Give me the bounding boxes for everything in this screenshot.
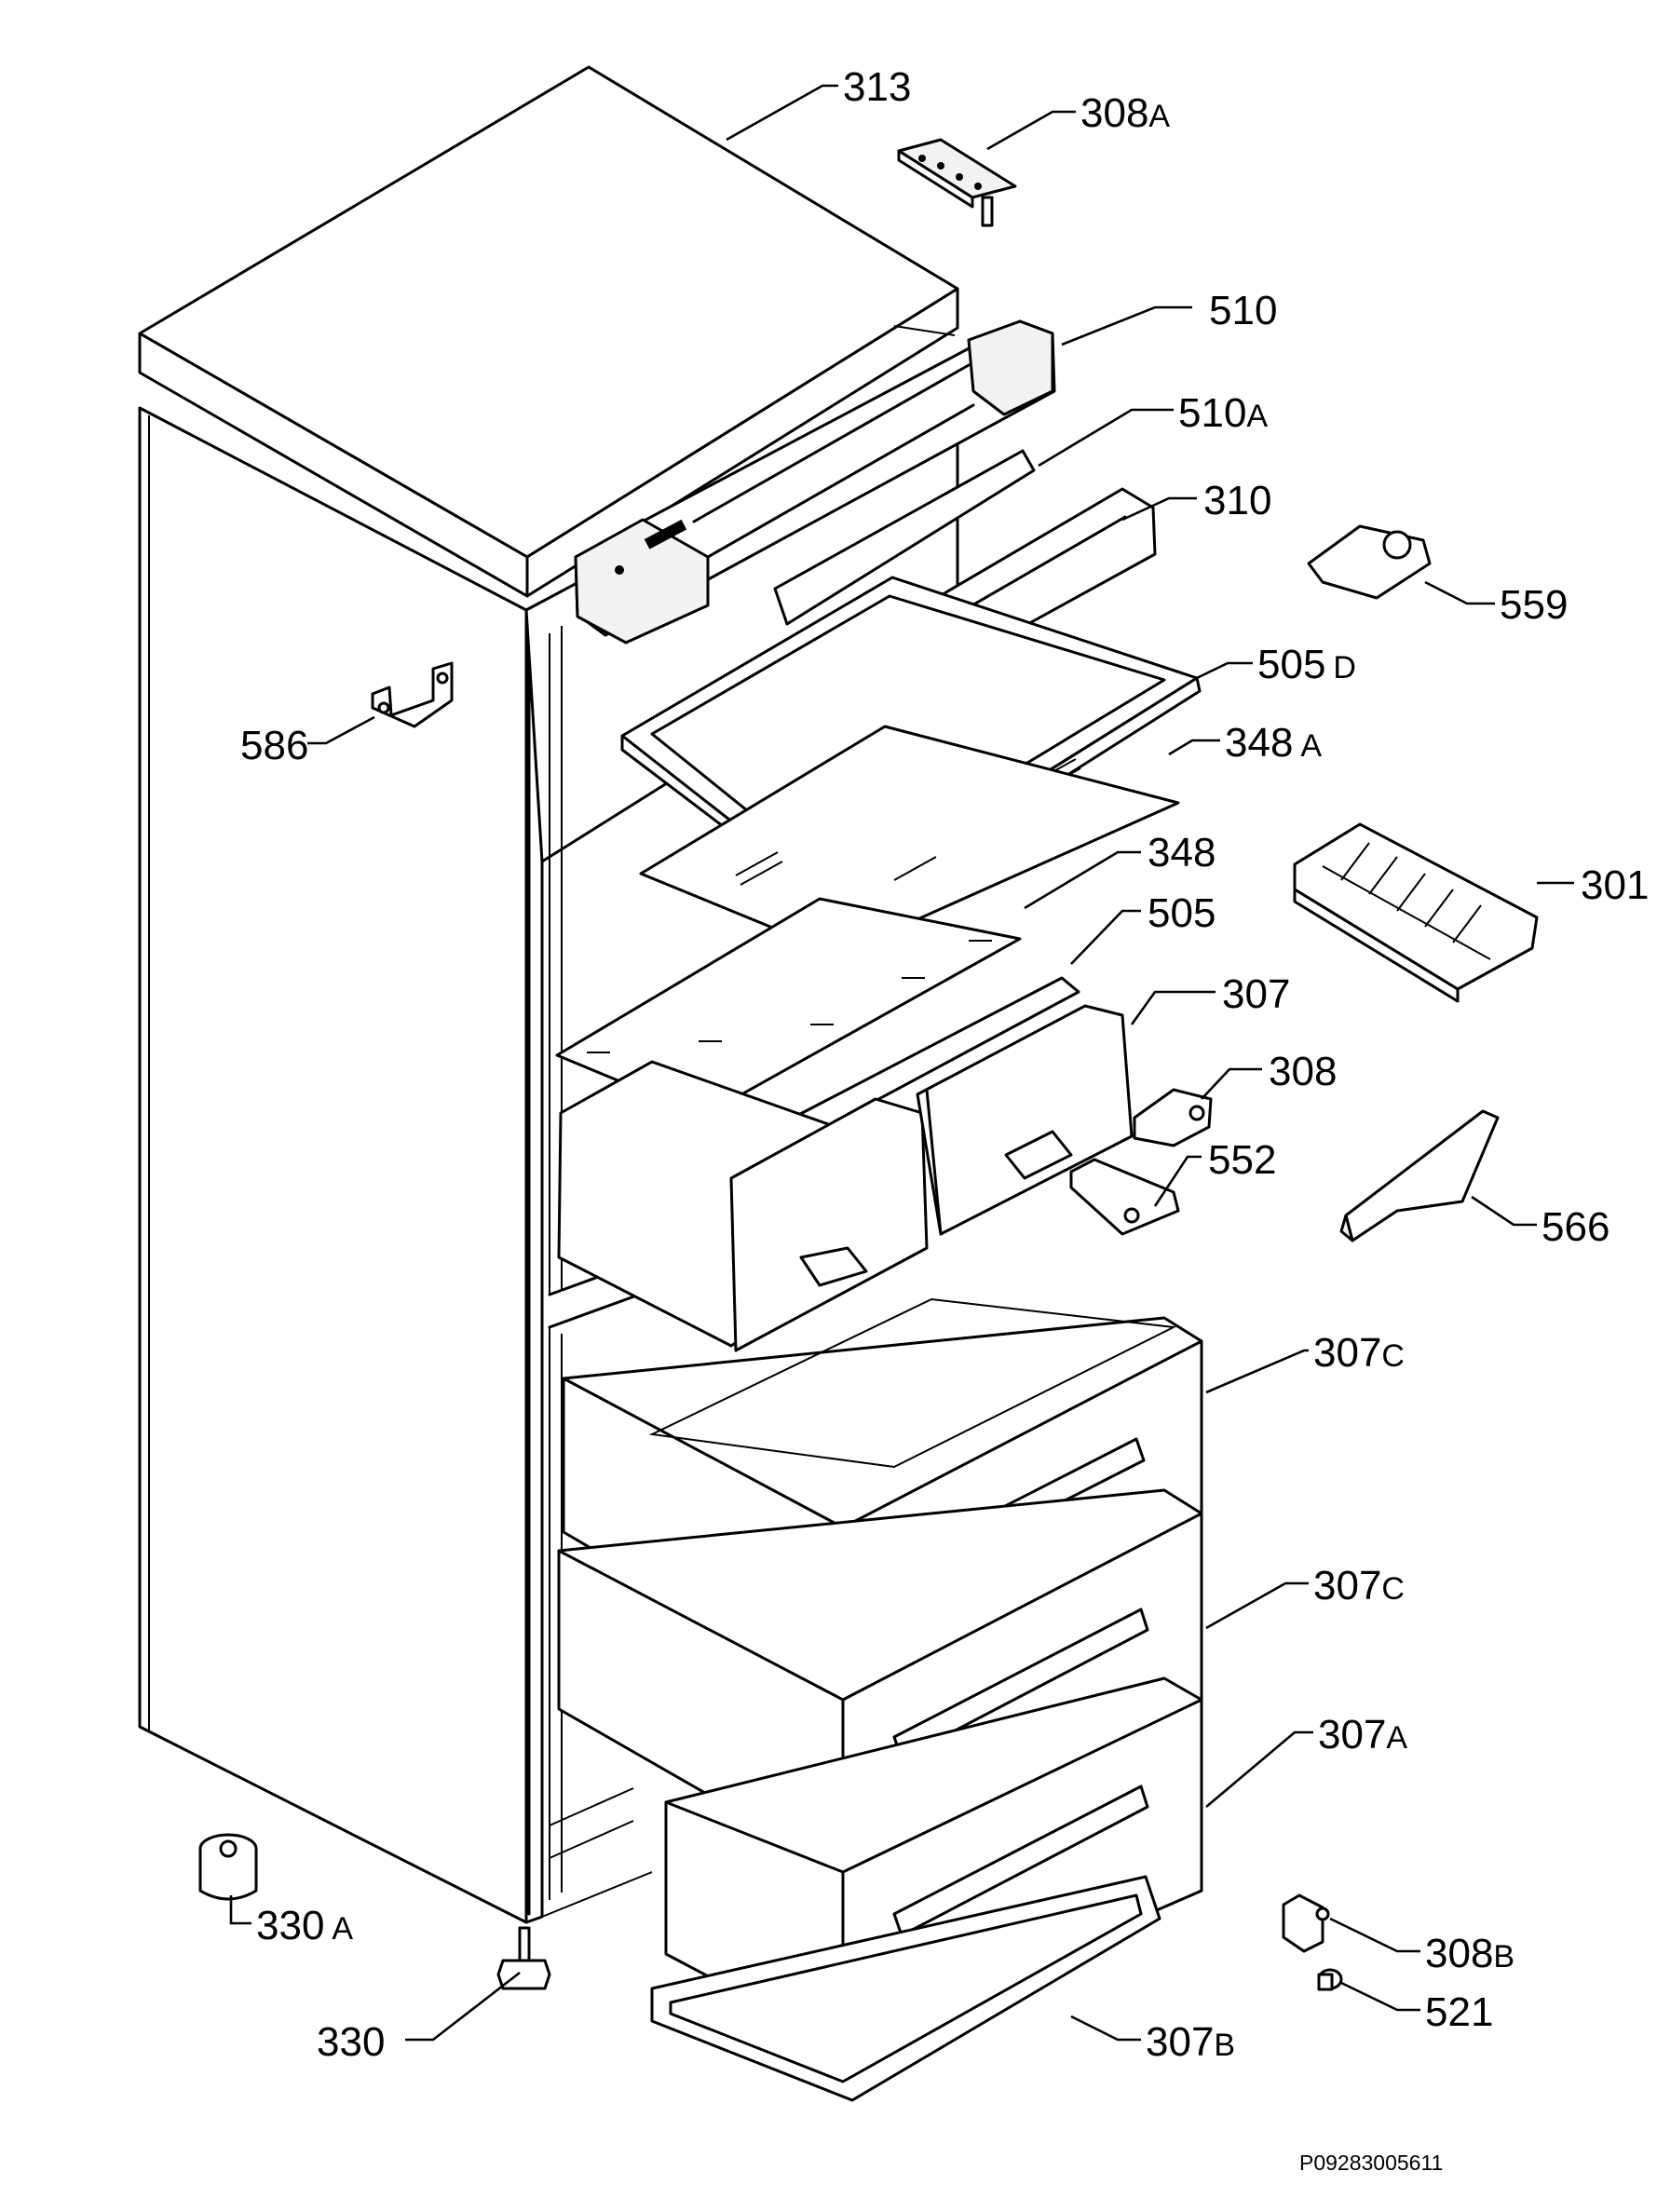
- base-frame-307b: [650, 1875, 1161, 2102]
- cover-559: [1307, 524, 1432, 600]
- label-566: 566: [1542, 1204, 1609, 1250]
- label-510a: 510A: [1178, 390, 1268, 436]
- top-hinge-308a: [897, 138, 1017, 227]
- label-330: 330: [317, 2019, 385, 2065]
- control-panel-510: [574, 319, 1056, 645]
- label-308: 308: [1269, 1049, 1337, 1094]
- foot-330a: [198, 1833, 258, 1901]
- bracket-552: [1069, 1158, 1180, 1236]
- hinge-308: [1133, 1088, 1213, 1147]
- screw-521: [1317, 1968, 1343, 1991]
- label-307c-middle: 307C: [1313, 1563, 1405, 1608]
- scraper-566: [1339, 1109, 1500, 1242]
- label-308b: 308B: [1425, 1931, 1514, 1976]
- panel-insert-510a: [773, 449, 1036, 626]
- leader-lines: [229, 84, 1574, 2042]
- foot-330: [496, 1926, 551, 1990]
- upper-bins-307: [557, 1004, 1134, 1352]
- label-586: 586: [240, 723, 308, 768]
- label-348: 348: [1148, 830, 1216, 875]
- label-307a: 307A: [1318, 1712, 1407, 1757]
- top-cover-313: [138, 65, 959, 598]
- label-521: 521: [1425, 1989, 1493, 2035]
- label-310: 310: [1203, 478, 1271, 523]
- label-510: 510: [1209, 288, 1277, 333]
- label-313: 313: [843, 64, 911, 110]
- label-301: 301: [1581, 862, 1649, 908]
- label-559: 559: [1500, 582, 1568, 628]
- ice-tray-301: [1293, 822, 1539, 1003]
- label-307: 307: [1222, 971, 1290, 1017]
- label-308a: 308A: [1080, 90, 1170, 136]
- label-552: 552: [1208, 1137, 1276, 1183]
- label-307b: 307B: [1146, 2019, 1235, 2065]
- label-307c-top: 307C: [1313, 1330, 1405, 1376]
- label-505: 505: [1148, 890, 1216, 936]
- hinge-586: [371, 661, 454, 728]
- hinge-308b: [1282, 1893, 1330, 1953]
- drawing-code: P09283005611: [1299, 2151, 1443, 2175]
